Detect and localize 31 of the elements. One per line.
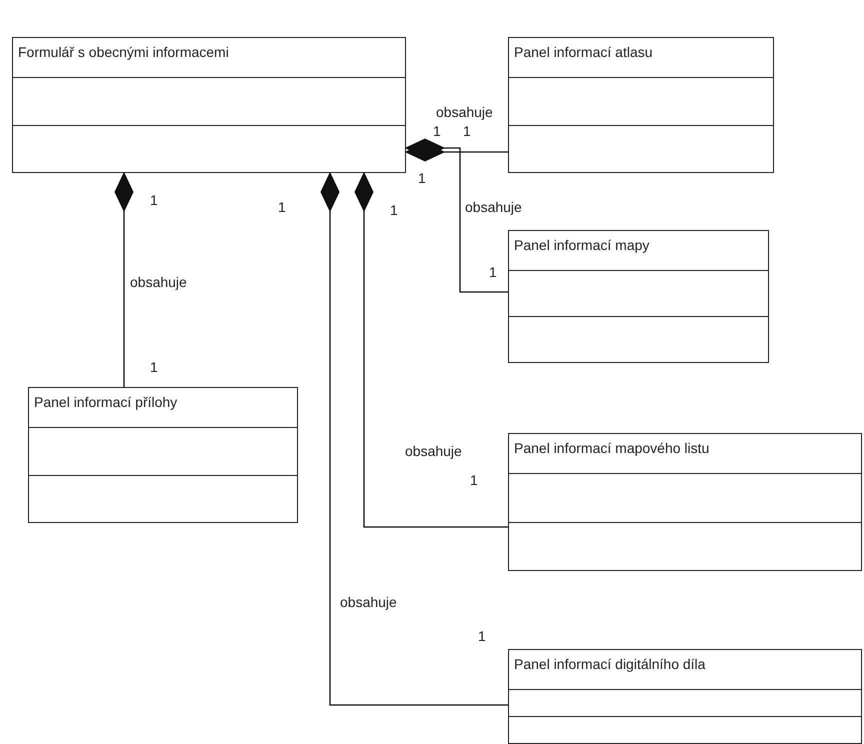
edge-label: obsahuje — [340, 594, 397, 610]
multiplicity-label: 1 — [433, 123, 441, 139]
composition-line — [114, 172, 134, 387]
edge-label: obsahuje — [436, 104, 493, 120]
class-box — [508, 649, 862, 744]
class-box — [508, 37, 774, 173]
multiplicity-label: 1 — [278, 199, 286, 215]
class-name: Panel informací atlasu — [514, 44, 653, 60]
multiplicity-label: 1 — [150, 359, 158, 375]
edge-label: obsahuje — [465, 199, 522, 215]
class-name: Panel informací přílohy — [34, 394, 178, 410]
edge-label: obsahuje — [130, 274, 187, 290]
class-name: Panel informací mapy — [514, 237, 650, 253]
multiplicity-label: 1 — [478, 628, 486, 644]
edge-label: obsahuje — [405, 443, 462, 459]
class-name: Formulář s obecnými informacemi — [18, 44, 229, 60]
composition-line — [320, 172, 508, 706]
class-name: Panel informací mapového listu — [514, 440, 710, 456]
multiplicity-label: 1 — [489, 264, 497, 280]
multiplicity-label: 1 — [418, 170, 426, 186]
class-box — [508, 433, 862, 571]
composition-line — [406, 138, 508, 293]
multiplicity-label: 1 — [470, 472, 478, 488]
class-box — [28, 387, 298, 523]
class-box — [508, 230, 769, 363]
multiplicity-label: 1 — [150, 192, 158, 208]
class-box — [12, 37, 406, 173]
multiplicity-label: 1 — [390, 202, 398, 218]
class-name: Panel informací digitálního díla — [514, 656, 706, 672]
multiplicity-label: 1 — [463, 123, 471, 139]
composition-line — [354, 172, 508, 528]
